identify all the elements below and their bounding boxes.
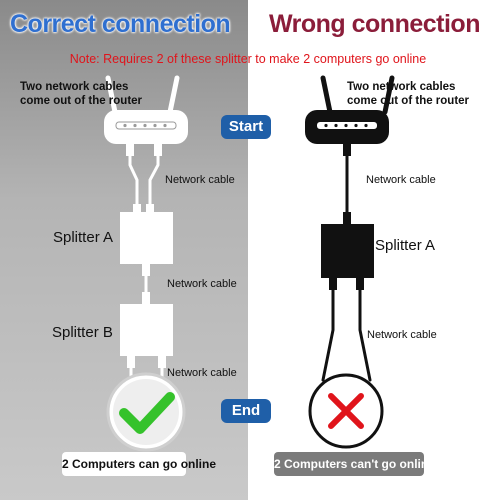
wrong-heading: Wrong connection [269, 10, 480, 38]
start-pill: Start [221, 115, 271, 139]
wrong-router [305, 75, 395, 144]
router-antenna-right [167, 75, 180, 115]
correct-heading: Correct connection [10, 10, 231, 38]
splitter-b [120, 304, 173, 356]
splitter-a-correct [120, 212, 173, 264]
note-text: Note: Requires 2 of these splitter to ma… [69, 52, 427, 66]
cable-label-right-1: Network cable [366, 174, 436, 186]
router-label-wrong: Two network cables come out of the route… [347, 81, 470, 107]
result-correct: 2 Computers can go online [62, 452, 216, 476]
splitter-a-wrong [321, 224, 374, 278]
check-icon [106, 372, 186, 452]
splitter-a-label-left: Splitter A [53, 229, 114, 246]
cable-label-left-3: Network cable [167, 367, 237, 379]
splitter-b-label: Splitter B [52, 324, 113, 341]
cable-label-left-1: Network cable [165, 174, 235, 186]
cable-label-left-2: Network cable [167, 278, 237, 290]
cross-icon [308, 373, 384, 449]
splitter-a-label-right: Splitter A [375, 237, 436, 254]
end-pill: End [221, 399, 271, 423]
correct-router [104, 75, 188, 144]
router-label-correct: Two network cables come out of the route… [20, 81, 143, 107]
result-wrong: 2 Computers can't go online [274, 452, 435, 476]
wrong-cables [321, 142, 372, 382]
correct-cables [126, 142, 166, 382]
router-antenna-left [105, 75, 118, 115]
cable-label-right-2: Network cable [367, 329, 437, 341]
